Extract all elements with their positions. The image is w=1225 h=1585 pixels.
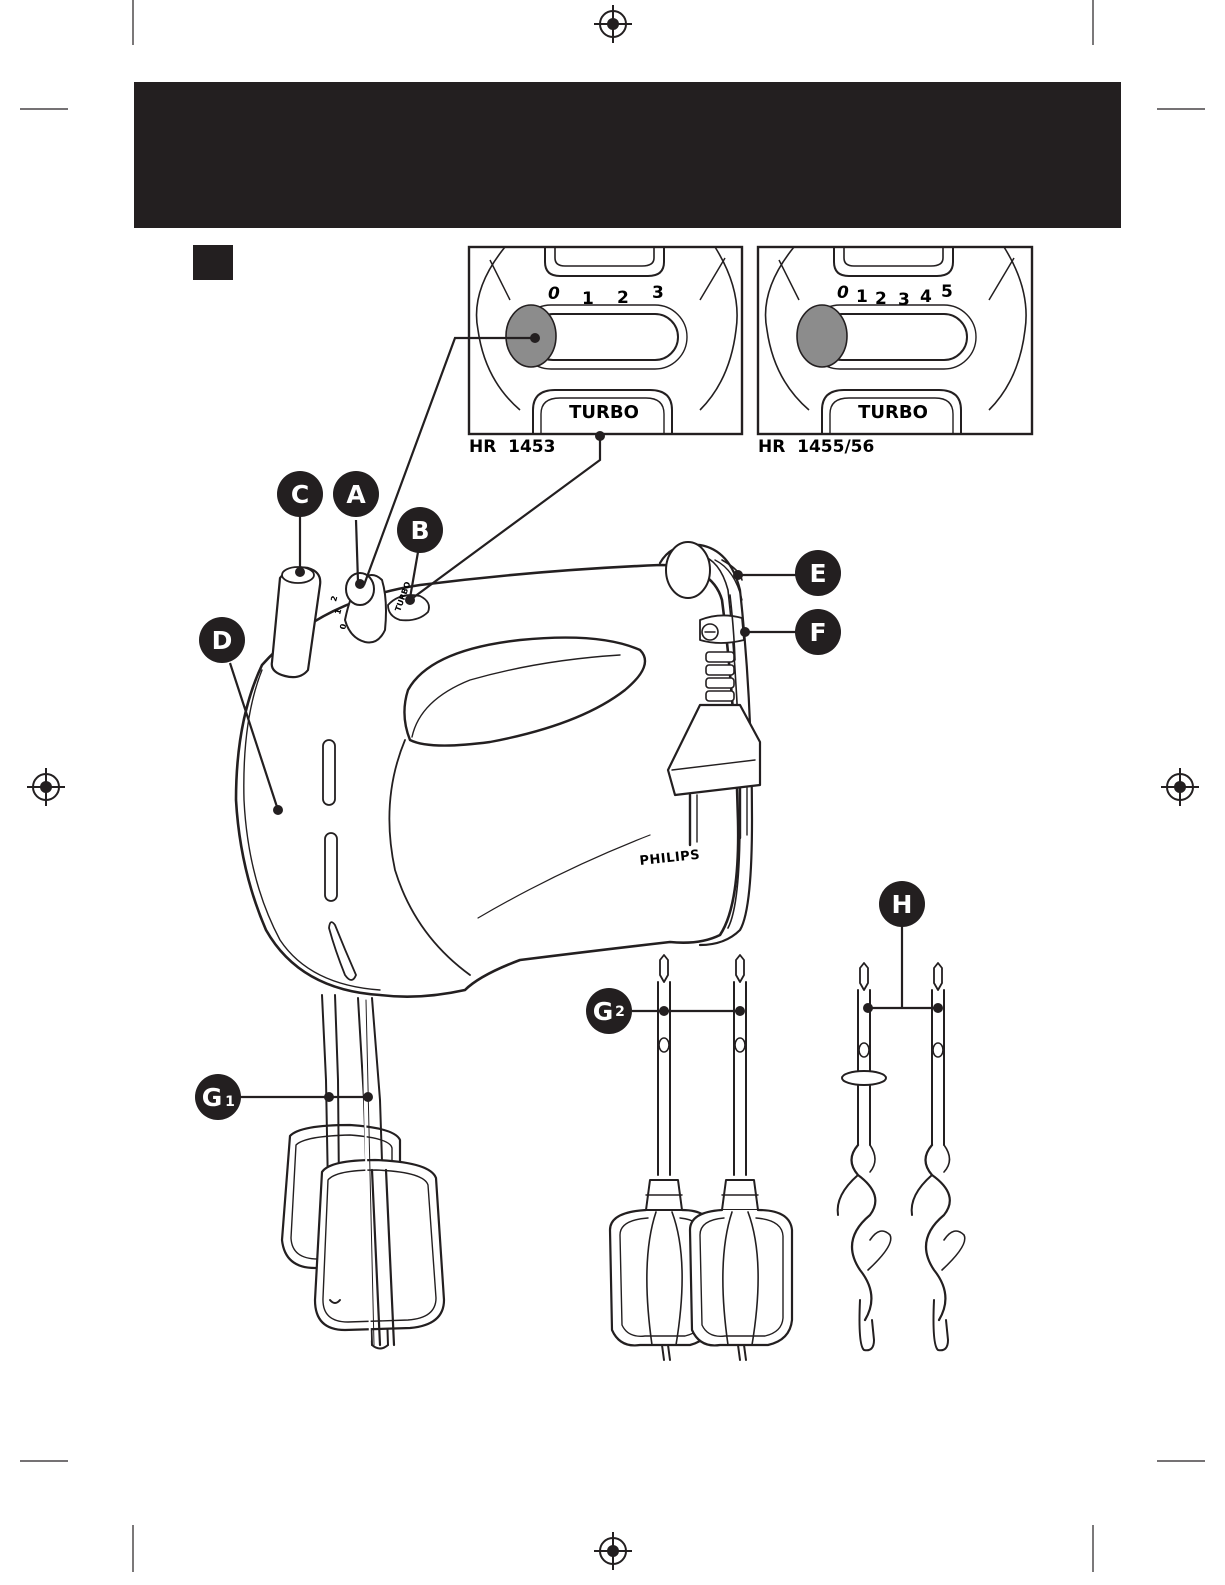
registration-mark-right bbox=[1161, 768, 1199, 806]
speed-1: 1 bbox=[582, 289, 594, 309]
model-hr1453: HR 1453 bbox=[469, 437, 555, 457]
callout-g1: G 1 bbox=[195, 1074, 241, 1120]
turbo-button-label: TURBO bbox=[569, 402, 639, 423]
callout-g1-sub: 1 bbox=[225, 1094, 235, 1110]
callout-f-label: F bbox=[809, 618, 826, 647]
callout-d-label: D bbox=[212, 626, 233, 655]
speed-3: 3 bbox=[652, 283, 664, 303]
callout-c: C bbox=[277, 471, 323, 517]
callout-c-label: C bbox=[291, 480, 309, 509]
inset-hr1455: 0 1 2 3 4 5 TURBO HR 1455/56 bbox=[758, 247, 1032, 457]
callout-a-label: A bbox=[346, 480, 366, 509]
callout-e: E bbox=[795, 550, 841, 596]
callout-g2-label: G bbox=[593, 997, 614, 1026]
speed-0: 0 bbox=[548, 284, 560, 304]
turbo-button-label: TURBO bbox=[858, 402, 928, 423]
callout-d: D bbox=[199, 617, 245, 663]
speed-5: 5 bbox=[941, 282, 953, 302]
model-hr1455: HR 1455/56 bbox=[758, 437, 874, 457]
speed-1: 1 bbox=[856, 287, 868, 307]
speed-switch-knob bbox=[797, 305, 847, 367]
dough-hooks bbox=[838, 963, 965, 1350]
speed-4: 4 bbox=[920, 287, 932, 307]
header-bar bbox=[134, 82, 1121, 228]
callout-f: F bbox=[795, 609, 841, 655]
callout-g2-sub: 2 bbox=[615, 1004, 625, 1020]
registration-mark-top bbox=[594, 5, 632, 43]
mixer-body bbox=[236, 542, 760, 997]
callout-b: B bbox=[397, 507, 443, 553]
callout-g2: G 2 bbox=[586, 988, 632, 1034]
speed-0: 0 bbox=[837, 283, 849, 303]
speed-3: 3 bbox=[898, 290, 910, 310]
callout-e-label: E bbox=[809, 559, 826, 588]
speed-2: 2 bbox=[617, 288, 629, 308]
registration-mark-left bbox=[27, 768, 65, 806]
callout-h-label: H bbox=[892, 890, 913, 919]
section-marker bbox=[193, 245, 233, 280]
beaters-g2 bbox=[610, 955, 792, 1360]
callout-a: A bbox=[333, 471, 379, 517]
switch-mark-2: 2 bbox=[329, 595, 339, 603]
callout-h: H bbox=[879, 881, 925, 927]
callout-b-label: B bbox=[410, 516, 429, 545]
beaters-inserted bbox=[282, 995, 444, 1349]
speed-2: 2 bbox=[875, 289, 887, 309]
inset-hr1453: 0 1 2 3 TURBO HR 1453 bbox=[469, 247, 742, 457]
callout-g1-label: G bbox=[202, 1083, 223, 1112]
registration-mark-bottom bbox=[594, 1532, 632, 1570]
